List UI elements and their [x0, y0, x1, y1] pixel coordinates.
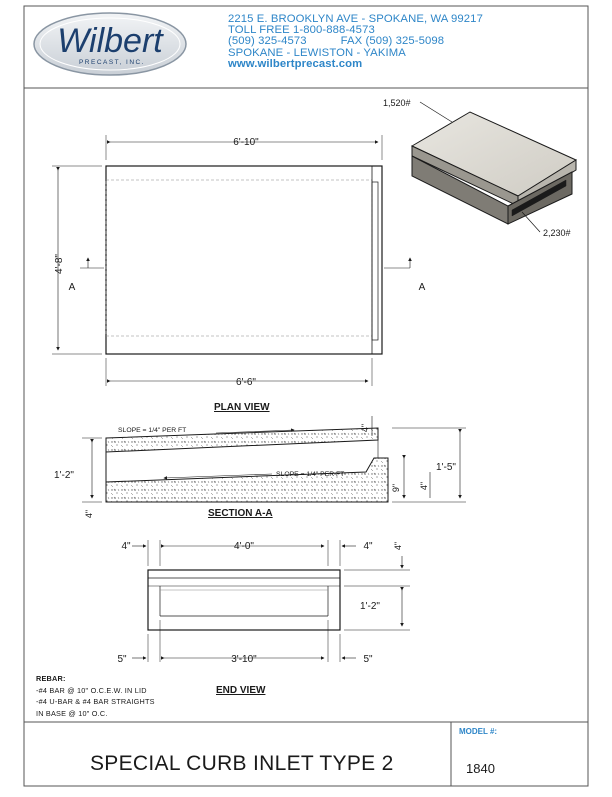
- company-toll-free: TOLL FREE 1-800-888-4573: [228, 24, 375, 37]
- company-fax: FAX (509) 325-5098: [340, 35, 445, 48]
- section-right-height: 1'-5": [436, 462, 456, 473]
- company-locations: SPOKANE - LEWISTON - YAKIMA: [228, 46, 406, 59]
- section-left-height: 1'-2": [54, 470, 74, 481]
- section-bottom-small-dim: 4": [84, 510, 94, 518]
- end-view-title: END VIEW: [216, 685, 266, 696]
- base-weight: 2,230#: [543, 228, 571, 238]
- section-marker-left: A: [69, 282, 76, 293]
- plan-overall-width: 6'-10": [233, 137, 259, 148]
- model-number: 1840: [466, 761, 495, 776]
- company-phone: (509) 325-4573: [228, 35, 307, 48]
- end-bottom-left-dim: 5": [117, 654, 127, 665]
- logo-subtext: PRECAST, INC.: [79, 59, 145, 66]
- section-marker-right: A: [419, 282, 426, 293]
- section-view: [82, 416, 466, 503]
- section-opening-dim: 9": [391, 484, 401, 492]
- company-logo: Wilbert PRECAST, INC.: [33, 12, 187, 76]
- rebar-notes: REBAR: -#4 BAR @ 10" O.C.E.W. IN LID -#4…: [36, 673, 155, 719]
- end-top-middle-dim: 4'-0": [234, 541, 254, 552]
- section-top-small-dim: 4": [360, 424, 370, 432]
- slope-bottom-label: SLOPE = 1/4" PER FT: [276, 471, 344, 478]
- isometric-view: [410, 101, 578, 233]
- rebar-line-3: IN BASE @ 10" O.C.: [36, 708, 108, 718]
- end-top-right-dim: 4": [363, 541, 373, 552]
- rebar-title: REBAR:: [36, 674, 66, 683]
- model-label: MODEL #:: [459, 727, 498, 736]
- plan-view-title: PLAN VIEW: [214, 402, 270, 413]
- company-address: 2215 E. BROOKLYN AVE - SPOKANE, WA 99217: [228, 13, 483, 25]
- plan-inner-width: 6'-6": [236, 377, 256, 388]
- plan-height: 4'-8": [54, 254, 65, 274]
- rebar-line-2: -#4 U-BAR & #4 BAR STRAIGHTS: [36, 697, 155, 707]
- logo-wordmark: Wilbert: [57, 22, 164, 60]
- end-right-height-dim: 1'-2": [360, 601, 380, 612]
- end-view: [132, 540, 410, 662]
- end-right-top-dim: 4": [393, 542, 403, 550]
- section-view-title: SECTION A-A: [208, 508, 273, 519]
- plan-view: [52, 135, 412, 386]
- end-bottom-middle-dim: 3'-10": [231, 654, 257, 665]
- company-website[interactable]: www.wilbertprecast.com: [228, 57, 363, 70]
- end-bottom-right-dim: 5": [363, 654, 373, 665]
- page-border: [23, 5, 589, 787]
- section-right-small-dim: 4": [419, 482, 429, 490]
- rebar-line-1: -#4 BAR @ 10" O.C.E.W. IN LID: [36, 685, 147, 695]
- company-contact-block: 2215 E. BROOKLYN AVE - SPOKANE, WA 99217…: [228, 13, 528, 70]
- end-top-left-dim: 4": [121, 541, 131, 552]
- drawing-title: SPECIAL CURB INLET TYPE 2: [90, 752, 394, 775]
- slope-top-label: SLOPE = 1/4" PER FT: [118, 427, 186, 434]
- company-phone-fax: (509) 325-4573 FAX (509) 325-5098: [228, 35, 528, 48]
- lid-weight: 1,520#: [383, 98, 411, 108]
